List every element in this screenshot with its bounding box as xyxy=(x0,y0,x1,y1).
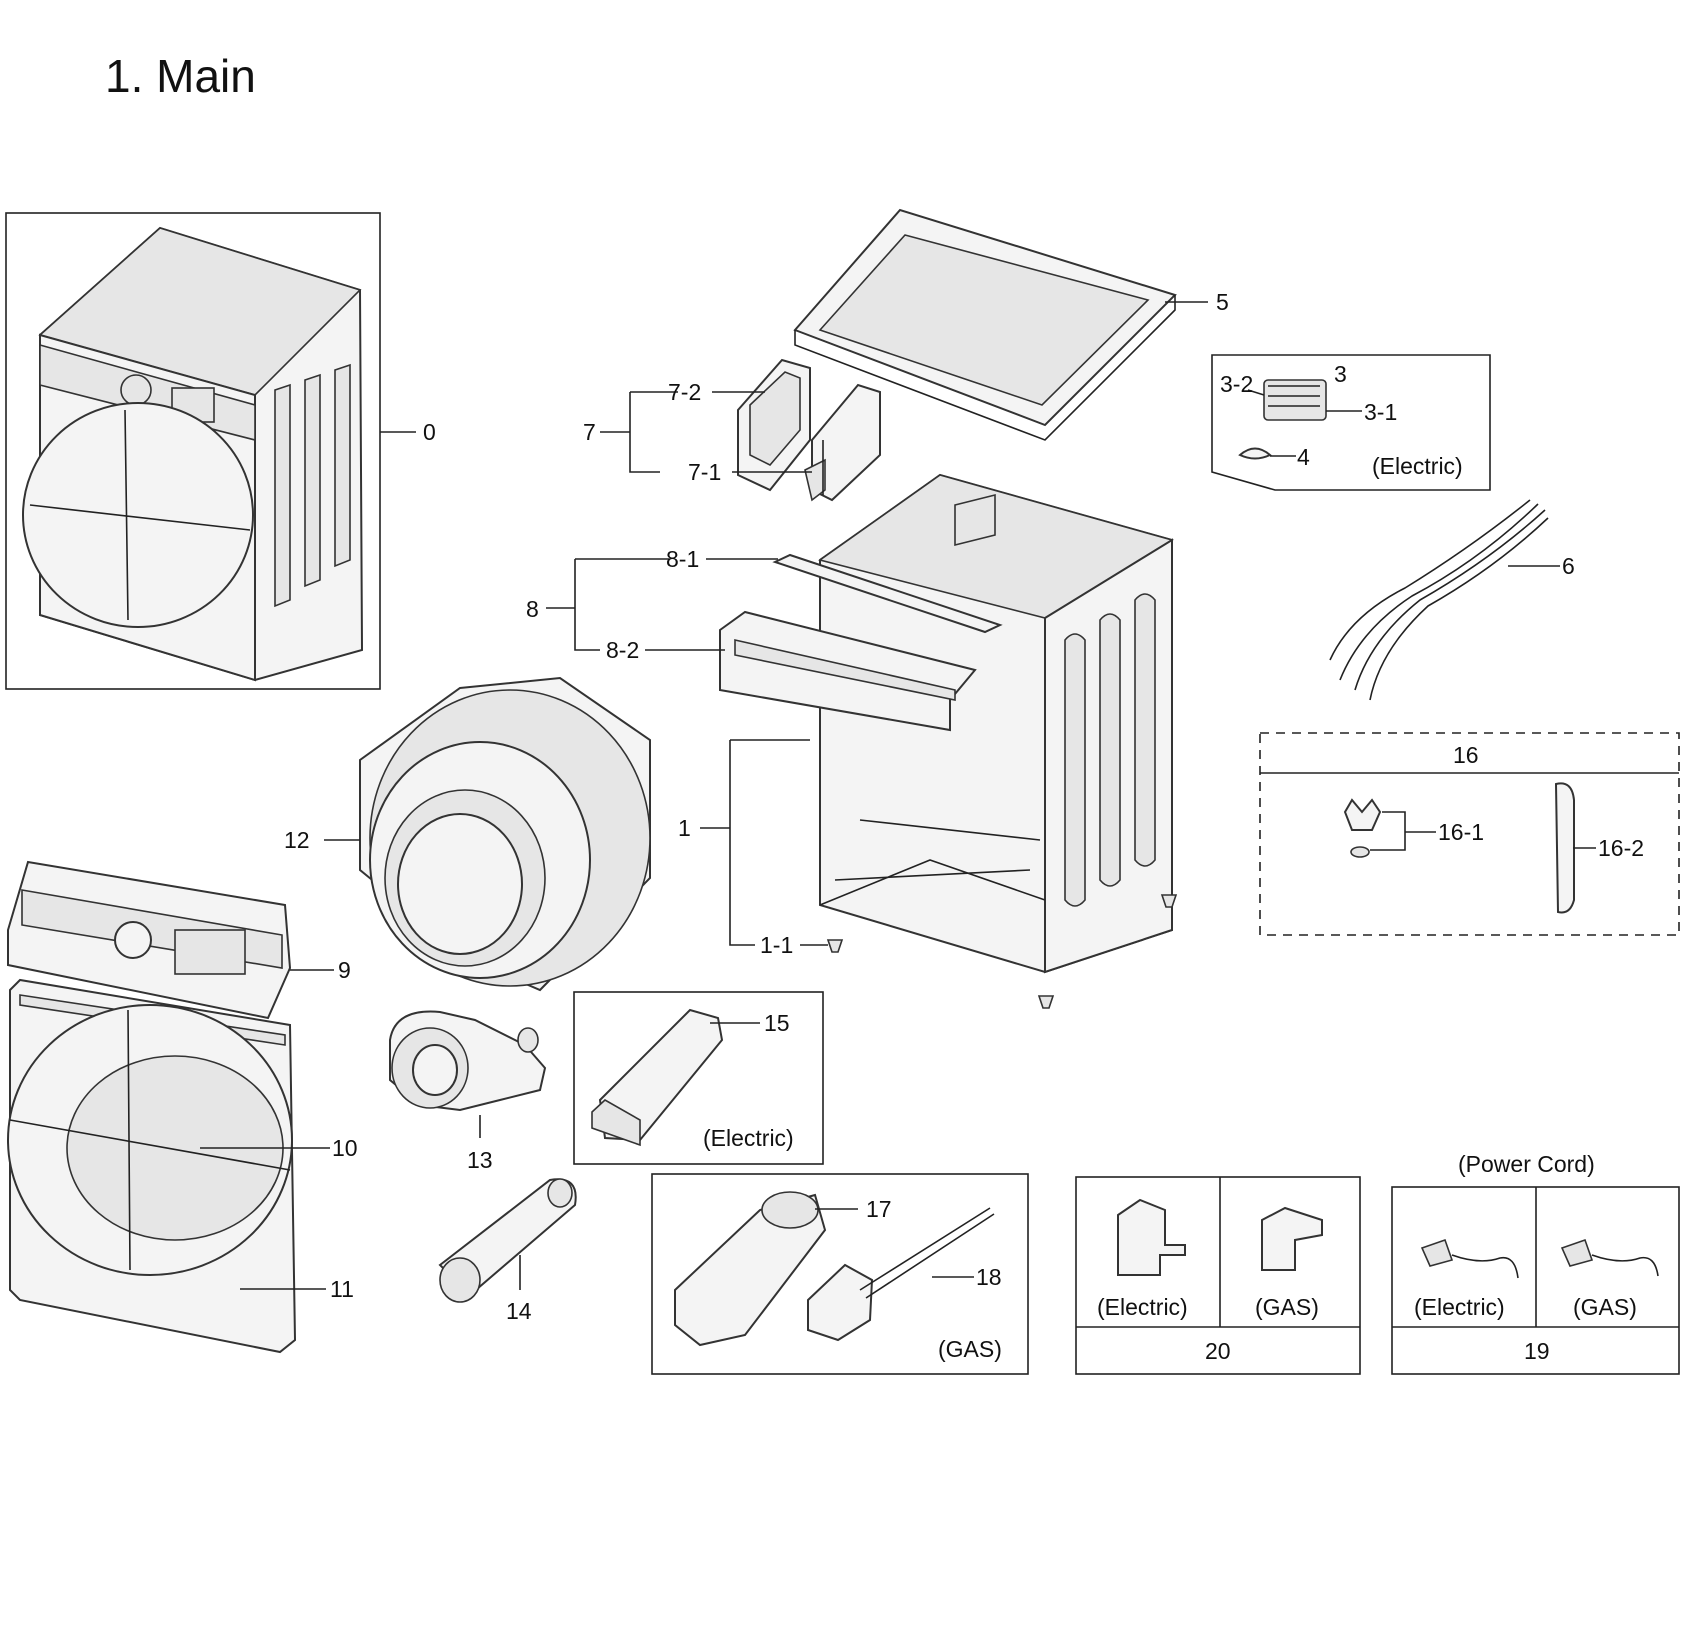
note-20-electric: (Electric) xyxy=(1097,1294,1188,1320)
callout-8: 8 xyxy=(526,596,539,622)
part-20-bracket-set xyxy=(1075,1176,1361,1375)
callout-5: 5 xyxy=(1216,289,1229,315)
callout-19: 19 xyxy=(1524,1338,1550,1364)
callout-14: 14 xyxy=(506,1298,532,1324)
callout-7: 7 xyxy=(583,419,596,445)
callout-11: 11 xyxy=(330,1276,354,1302)
callout-15: 15 xyxy=(764,1010,790,1036)
note-15-electric: (Electric) xyxy=(703,1125,794,1151)
callout-7-1: 7-1 xyxy=(688,459,721,485)
part-1-1-leveling-foot xyxy=(826,939,844,953)
callout-8-2: 8-2 xyxy=(606,637,639,663)
callout-10: 10 xyxy=(332,1135,358,1161)
part-3-heater-box xyxy=(1211,354,1491,491)
callout-17: 17 xyxy=(866,1196,892,1222)
part-6-wire-harness xyxy=(1329,499,1560,701)
callout-12: 12 xyxy=(284,827,310,853)
callout-7-2: 7-2 xyxy=(668,379,701,405)
callout-4: 4 xyxy=(1297,444,1310,470)
part-1-cabinet xyxy=(818,473,1174,974)
callout-18: 18 xyxy=(976,1264,1002,1290)
part-5-top-cover xyxy=(793,208,1208,441)
callout-16-2: 16-2 xyxy=(1598,835,1644,861)
callout-13: 13 xyxy=(467,1147,493,1173)
callout-6: 6 xyxy=(1562,553,1575,579)
part-14-exhaust-duct xyxy=(438,1178,577,1303)
callout-3-1: 3-1 xyxy=(1364,399,1397,425)
callout-3: 3 xyxy=(1334,361,1347,387)
part-0-dryer-assembly xyxy=(5,212,416,690)
callout-3-2: 3-2 xyxy=(1220,371,1253,397)
note-19-power-cord: (Power Cord) xyxy=(1458,1151,1595,1177)
part-13-blower-motor xyxy=(389,1010,547,1138)
callout-16: 16 xyxy=(1453,742,1479,768)
part-12-front-bulkhead xyxy=(324,676,651,992)
note-19-electric: (Electric) xyxy=(1414,1294,1505,1320)
callout-8-1: 8-1 xyxy=(666,546,699,572)
callout-16-1: 16-1 xyxy=(1438,819,1484,845)
callout-1-1: 1-1 xyxy=(760,932,793,958)
note-3-electric: (Electric) xyxy=(1372,453,1463,479)
part-16-hose-kit xyxy=(1259,732,1680,936)
part-9-control-panel xyxy=(7,860,334,1020)
note-20-gas: (GAS) xyxy=(1255,1294,1319,1320)
callout-9: 9 xyxy=(338,957,351,983)
part-10-11-front-panel xyxy=(7,978,330,1354)
note-18-gas: (GAS) xyxy=(938,1336,1002,1362)
part-8-control-frame xyxy=(546,553,1003,732)
part-0-frame xyxy=(5,212,381,690)
note-19-gas: (GAS) xyxy=(1573,1294,1637,1320)
callout-0: 0 xyxy=(423,419,436,445)
diagram-title: 1. Main xyxy=(105,50,256,102)
part-19-power-cord xyxy=(1391,1186,1680,1375)
callout-1: 1 xyxy=(678,815,691,841)
part-15-heater xyxy=(573,991,824,1165)
part-17-18-gas-burner xyxy=(651,1173,1029,1375)
callout-20: 20 xyxy=(1205,1338,1231,1364)
part-7-pcb-assembly xyxy=(600,358,881,502)
